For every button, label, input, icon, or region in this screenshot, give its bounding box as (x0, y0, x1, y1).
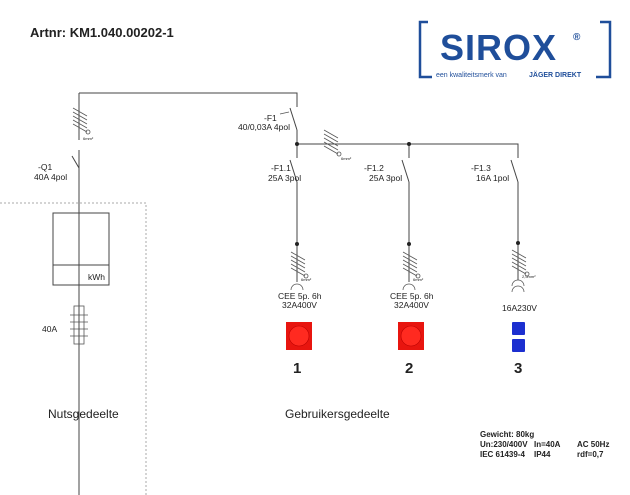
cable-hatch-icon (72, 107, 91, 135)
cable-hatch-icon (290, 251, 309, 279)
cable-label: 6mm² (301, 277, 312, 282)
socket-type: CEE 5p. 6h (278, 291, 322, 301)
f1-switch-icon (289, 107, 298, 131)
cable-hatch-icon (402, 251, 421, 279)
circuit-id: -F1.3 (471, 163, 491, 173)
fuse-label: 40A (42, 324, 57, 334)
spec-standard: IEC 61439-4 (480, 450, 525, 459)
spec-weight: Gewicht: 80kg (480, 430, 534, 439)
spec-frequency: AC 50Hz (577, 440, 609, 449)
socket-rating: 32A400V (394, 300, 429, 310)
utility-section-label: Nutsgedeelte (48, 407, 119, 421)
circuit-id: -F1.1 (271, 163, 291, 173)
spec-current: In=40A (534, 440, 561, 449)
circuit-rating: 16A 1pol (476, 173, 509, 183)
article-number: Artnr: KM1.040.00202-1 (30, 25, 174, 40)
circuit-3: -F1.3 16A 1pol 2,5mm² 16A230V 3 (471, 159, 537, 377)
circuit-2: -F1.2 25A 3pol 6mm² CEE 5p. 6h 32A400V 2 (364, 159, 434, 377)
circuit-number: 2 (405, 360, 413, 377)
socket-rating: 32A400V (282, 300, 317, 310)
circuit-number: 1 (293, 360, 301, 377)
circuit-1: -F1.1 25A 3pol 6mm² CEE 5p. 6h 32A400V 1 (268, 159, 322, 377)
f1-rating: 40/0,03A 4pol (238, 122, 290, 132)
socket-symbol-icon (290, 283, 304, 291)
f1-id: -F1 (264, 113, 277, 123)
spec-protection: IP44 (534, 450, 551, 459)
bus-cable-hatch-icon (323, 129, 342, 157)
cable-hatch-icon (511, 249, 530, 277)
socket-symbol-icon (511, 279, 525, 293)
cable-label: 6mm² (413, 277, 424, 282)
bus-cable-label: 6mm² (341, 156, 352, 161)
cee-red-socket-icon (286, 322, 312, 350)
utility-area-border (0, 202, 147, 495)
spec-block: Gewicht: 80kg Un:230/400V In=40A AC 50Hz… (480, 430, 609, 459)
socket-symbol-icon (402, 283, 416, 291)
breaker-switch-icon (289, 159, 298, 183)
main-cable-label: 6mm² (83, 136, 94, 141)
q1-id: -Q1 (38, 162, 52, 172)
sirox-logo: SIROX ® een kwaliteitsmerk van JÄGER DIR… (418, 20, 612, 79)
circuit-rating: 25A 3pol (268, 173, 301, 183)
circuit-id: -F1.2 (364, 163, 384, 173)
logo-company: JÄGER DIREKT (529, 71, 582, 79)
logo-registered: ® (573, 32, 581, 43)
circuit-number: 3 (514, 360, 522, 377)
kwh-label: kWh (88, 272, 105, 282)
logo-tagline: een kwaliteitsmerk van (436, 72, 507, 79)
breaker-switch-icon (401, 159, 410, 183)
breaker-switch-icon (510, 159, 519, 183)
socket-type: CEE 5p. 6h (390, 291, 434, 301)
fuse-icon (70, 305, 88, 345)
cable-label: 2,5mm² (522, 274, 536, 279)
q1-switch-icon (71, 155, 80, 169)
spec-voltage: Un:230/400V (480, 440, 528, 449)
main-feed-line (78, 92, 298, 305)
circuit-rating: 25A 3pol (369, 173, 402, 183)
schuko-blue-socket-icon (512, 322, 525, 352)
kwh-meter (52, 212, 110, 286)
logo-brand: SIROX (440, 27, 557, 68)
spec-rdf: rdf=0,7 (577, 450, 604, 459)
user-section-label: Gebruikersgedeelte (285, 407, 390, 421)
socket-rating: 16A230V (502, 303, 537, 313)
q1-rating: 40A 4pol (34, 172, 67, 182)
cee-red-socket-icon (398, 322, 424, 350)
